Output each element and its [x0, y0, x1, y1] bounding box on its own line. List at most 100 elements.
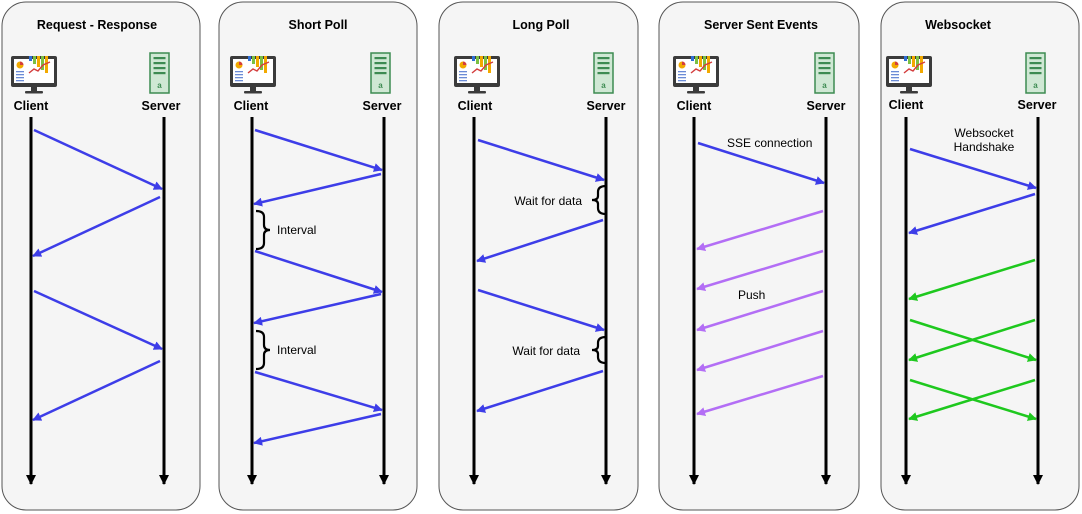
bar-mark: [256, 56, 259, 67]
message-arrow: [477, 138, 605, 182]
server-slot: [153, 72, 166, 75]
push-arrow: [696, 329, 824, 372]
server-glyph: a: [378, 81, 383, 90]
monitor-neck: [474, 87, 480, 91]
server-label: Server: [807, 99, 846, 113]
monitor-base: [244, 91, 262, 94]
monitor-dashboard-icon: [886, 56, 932, 94]
server-slot: [1029, 62, 1042, 65]
trend-line-mark: [471, 61, 494, 74]
trend-line-mark: [690, 61, 713, 74]
panel-frame: [438, 1, 639, 511]
bar-mark: [472, 56, 475, 61]
handshake-label-line1: Websocket: [954, 126, 1014, 140]
list-line-mark: [459, 77, 467, 79]
server-slot: [818, 67, 831, 70]
server-slot: [597, 72, 610, 75]
monitor-neck: [693, 87, 699, 91]
message-arrow: [254, 249, 383, 294]
bar-mark: [691, 56, 694, 61]
server-slot: [818, 62, 831, 65]
server-label: Server: [142, 99, 181, 113]
server-slot: [1029, 72, 1042, 75]
message-arrow: [254, 128, 383, 172]
message-arrow: [476, 218, 604, 263]
message-arrow: [253, 292, 382, 326]
panel-title: Websocket: [925, 18, 992, 32]
bar-mark: [37, 56, 40, 67]
message-arrow: [254, 370, 383, 412]
server-slot: [1029, 57, 1042, 60]
monitor-base: [468, 91, 486, 94]
wait-label: Wait for data: [514, 194, 582, 208]
message-arrow: [33, 289, 163, 351]
panel-request-response: Request - Response a Client Server: [1, 1, 201, 511]
message-arrow: [253, 412, 382, 446]
push-arrow: [696, 249, 824, 291]
server-slot: [153, 57, 166, 60]
websocket-frame-arrow: [908, 378, 1036, 421]
client-label: Client: [677, 99, 713, 113]
trend-line-mark: [247, 61, 270, 74]
server-label: Server: [363, 99, 402, 113]
list-line-mark: [678, 74, 686, 76]
panel-title: Request - Response: [37, 18, 157, 32]
bar-mark: [699, 56, 702, 67]
bar-mark: [920, 56, 923, 73]
message-arrow: [253, 172, 382, 207]
panel-frame: [218, 1, 418, 511]
list-line-mark: [16, 80, 24, 82]
server-slot: [1029, 67, 1042, 70]
bar-mark: [912, 56, 915, 67]
monitor-dashboard-icon: [230, 56, 276, 94]
server-glyph: a: [822, 81, 827, 90]
bar-mark: [695, 56, 698, 64]
server-icon: a: [1025, 52, 1046, 94]
list-line-mark: [459, 80, 467, 82]
bar-mark: [264, 56, 267, 73]
bar-mark: [33, 56, 36, 64]
list-line-mark: [891, 71, 899, 73]
wait-brace: [591, 335, 607, 365]
interval-brace: [255, 329, 271, 371]
interval-brace: [255, 209, 271, 251]
list-line-mark: [459, 74, 467, 76]
server-slot: [374, 72, 387, 75]
server-slot: [374, 57, 387, 60]
server-slot: [597, 57, 610, 60]
push-arrow: [696, 374, 824, 416]
message-arrow: [909, 147, 1037, 190]
websocket-frame-arrow: [908, 318, 1036, 362]
message-arrow: [33, 128, 163, 191]
bar-mark: [29, 56, 32, 61]
monitor-base: [900, 91, 918, 94]
pie-slice-mark: [20, 61, 24, 65]
client-label: Client: [14, 99, 50, 113]
client-label: Client: [889, 98, 925, 112]
monitor-base: [687, 91, 705, 94]
server-slot: [597, 67, 610, 70]
panel-title: Short Poll: [288, 18, 347, 32]
server-label: Server: [1018, 98, 1057, 112]
bar-mark: [480, 56, 483, 67]
list-line-mark: [235, 80, 243, 82]
server-icon: a: [149, 52, 170, 94]
handshake-label-line2: Handshake: [954, 140, 1015, 154]
monitor-base: [25, 91, 43, 94]
monitor-neck: [906, 87, 912, 91]
message-arrow: [32, 359, 161, 422]
server-glyph: a: [157, 81, 162, 90]
sse-connection-label: SSE connection: [727, 136, 812, 150]
monitor-dashboard-icon: [454, 56, 500, 94]
server-glyph: a: [1033, 81, 1038, 90]
bar-mark: [476, 56, 479, 64]
list-line-mark: [16, 77, 24, 79]
server-slot: [597, 62, 610, 65]
server-slot: [374, 67, 387, 70]
message-arrow: [908, 192, 1036, 235]
message-arrow: [32, 195, 161, 258]
monitor-dashboard-icon: [11, 56, 57, 94]
list-line-mark: [235, 77, 243, 79]
bar-mark: [703, 56, 706, 70]
panel-title: Server Sent Events: [704, 18, 818, 32]
